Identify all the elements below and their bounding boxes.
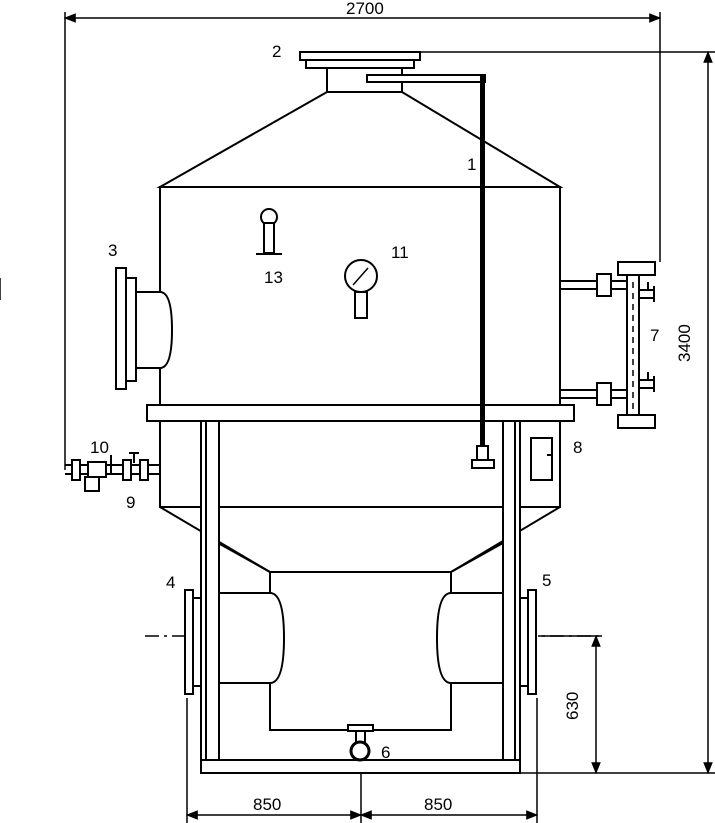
- nameplate: [531, 438, 552, 480]
- label-7: 7: [650, 326, 659, 345]
- dim-overall-height: 3400: [675, 324, 694, 362]
- drain-valves: [65, 453, 160, 491]
- label-3: 3: [108, 241, 117, 260]
- label-1: 1: [467, 155, 476, 174]
- label-6: 6: [381, 743, 390, 762]
- dim-left-offset: 850: [253, 795, 281, 814]
- label-8: 8: [573, 438, 582, 457]
- label-11: 11: [391, 243, 409, 262]
- label-10: 10: [90, 438, 109, 457]
- bottom-outlet: [348, 725, 373, 760]
- label-2: 2: [272, 42, 281, 61]
- dim-right-offset: 850: [424, 795, 452, 814]
- dim-overall-width: 2700: [346, 0, 384, 18]
- level-gauge: [560, 262, 655, 428]
- dim-nozzle-height: 630: [563, 692, 582, 720]
- label-4: 4: [166, 573, 175, 592]
- label-13: 13: [264, 268, 283, 287]
- top-flange: [300, 52, 420, 92]
- label-5: 5: [542, 571, 551, 590]
- label-9: 9: [126, 493, 135, 512]
